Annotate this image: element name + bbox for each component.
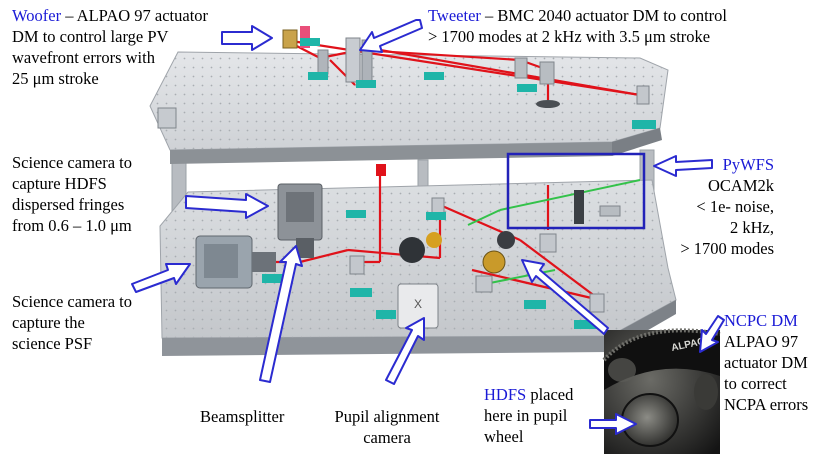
pywfs-name: PyWFS [722, 155, 774, 174]
woofer-arrow [221, 25, 273, 51]
tweeter-description: – BMC 2040 actuator DM to control > 1700… [428, 6, 728, 46]
lower-optics: X [195, 164, 621, 329]
upper-breadboard [149, 51, 669, 164]
ncpc-inset-arrow [521, 259, 609, 335]
ncpc-dm-arrow [699, 315, 725, 353]
woofer-name: Woofer [12, 6, 62, 25]
beamsplitter-label: Beamsplitter [200, 407, 285, 426]
tweeter-name: Tweeter [428, 6, 481, 25]
psf-camera-label: Science camera to capture the science PS… [12, 292, 133, 353]
pupil-camera-arrow [385, 317, 425, 385]
woofer-label: Woofer – ALPAO 97 actuator DM to control… [12, 5, 208, 89]
callout-arrows [131, 19, 725, 435]
pywfs-description: OCAM2k < 1e- noise, 2 kHz, > 1700 modes [680, 176, 774, 258]
hdfs-label: HDFS placed here in pupil wheel [484, 384, 573, 447]
ncpc-dm-label: NCPC DM ALPAO 97 actuator DM to correct N… [724, 310, 808, 415]
pywfs-arrow [653, 155, 713, 177]
svg-text:X: X [414, 297, 422, 311]
hdfs-description: placed here in pupil wheel [484, 385, 574, 446]
psf-camera-arrow [131, 263, 191, 293]
hdfs-arrow [589, 413, 637, 435]
tweeter-label: Tweeter – BMC 2040 actuator DM to contro… [428, 5, 727, 47]
hdfs-camera-arrow [185, 193, 269, 219]
pupil-camera-label: Pupil alignment camera [334, 407, 440, 447]
tweeter-arrow [359, 19, 423, 53]
hdfs-camera-label: Science camera to capture HDFS dispersed… [12, 153, 133, 235]
ncpc-dm-description: ALPAO 97 actuator DM to correct NCPA err… [724, 332, 809, 414]
hdfs-name: HDFS [484, 385, 527, 404]
pywfs-highlight-box [506, 152, 646, 230]
woofer-description: – ALPAO 97 actuator DM to control large … [12, 6, 209, 88]
upper-optics [157, 26, 656, 129]
ncpc-dm-name: NCPC DM [724, 311, 798, 330]
beamsplitter-arrow [259, 245, 303, 383]
pywfs-label: PyWFS OCAM2k < 1e- noise, 2 kHz, > 1700 m… [680, 154, 774, 259]
